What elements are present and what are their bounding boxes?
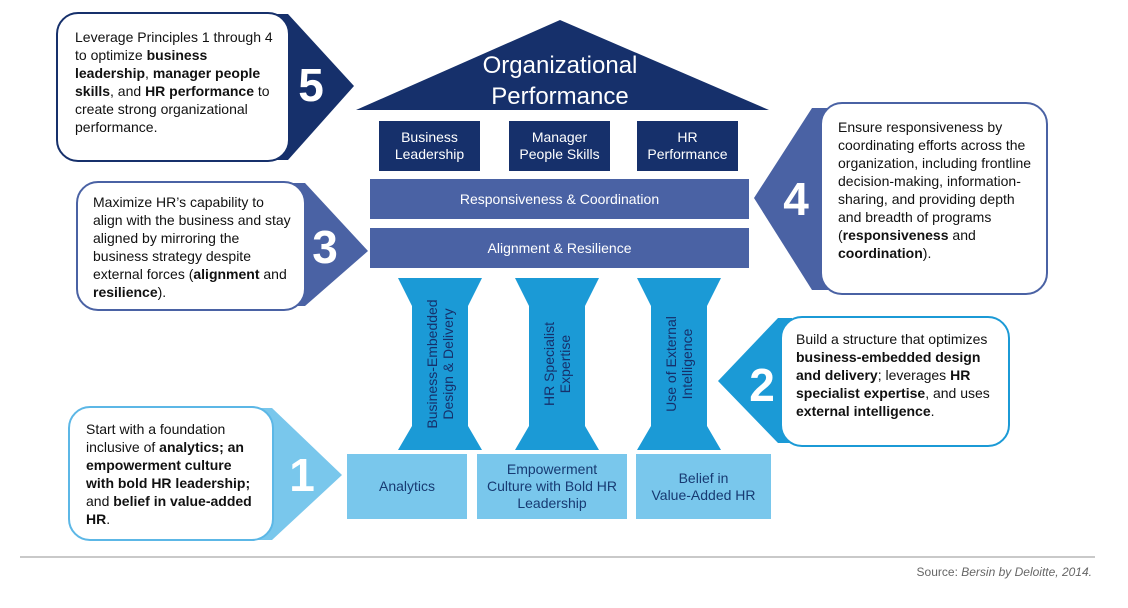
foundation-label: Culture with Bold HR <box>487 478 617 494</box>
callout-text: Start with a foundation inclusive of <box>86 421 226 455</box>
outcome-label: People Skills <box>519 146 600 162</box>
callout-text: ; leverages <box>877 367 951 383</box>
outcome-label: HR <box>677 129 698 145</box>
callout-text: to create strong organizational performa… <box>75 83 270 135</box>
pillar-1-shape <box>398 278 482 450</box>
callout-bold-text: external intelligence <box>796 403 931 419</box>
callout-text: and <box>948 227 976 243</box>
pillar-label-line: HR Specialist <box>541 321 557 407</box>
foundation-label: Analytics <box>378 478 436 494</box>
callout-bold-text: HR performance <box>145 83 254 99</box>
callout-1-arrow <box>258 408 342 540</box>
pillar-2-shape <box>515 278 599 450</box>
callout-5: Leverage Principles 1 through 4 to optim… <box>56 12 290 162</box>
callout-3-arrow <box>290 183 368 306</box>
pillar-label-line: Use of External <box>663 316 679 412</box>
callout-text: Maximize HR’s capability to align with t… <box>93 194 291 282</box>
callout-text: ). <box>157 284 167 300</box>
callout-bold-text: responsiveness <box>842 227 949 243</box>
foundation-label: Value-Added HR <box>651 486 756 503</box>
callout-1-number: 1 <box>289 449 315 501</box>
callout-4-arrow <box>754 108 828 290</box>
callout-3-number: 3 <box>312 221 338 273</box>
source-note: Source: Bersin by Deloitte, 2014. <box>917 565 1092 579</box>
callout-text: ). <box>922 245 932 261</box>
callout-1: Start with a foundation inclusive of ana… <box>68 406 274 541</box>
callout-text: and <box>259 266 287 282</box>
pillar-label-line: Intelligence <box>679 328 695 400</box>
callout-bold-text: resilience <box>93 284 158 300</box>
foundation-label: Belief in <box>678 469 729 486</box>
callout-text: and <box>86 493 114 509</box>
outcome-label: Business <box>401 129 458 145</box>
callout-text: , and uses <box>925 385 990 401</box>
foundation-analytics: Analytics <box>347 454 467 519</box>
callout-bold-text: HR specialist expertise <box>796 367 971 401</box>
callout-text: Ensure responsiveness by coordinating ef… <box>838 119 1032 243</box>
band-responsiveness-coordination: Responsiveness & Coordination <box>370 179 749 219</box>
callout-4: Ensure responsiveness by coordinating ef… <box>820 102 1048 295</box>
callout-5-number: 5 <box>298 59 324 111</box>
callout-4-number: 4 <box>783 173 809 225</box>
callout-bold-text: analytics; an empowerment culture with b… <box>86 439 251 491</box>
callout-text: Leverage Principles 1 through 4 to optim… <box>75 29 273 63</box>
pillar-label-line: Design & Delivery <box>440 308 456 420</box>
callout-text: . <box>106 511 111 527</box>
callout-text: . <box>930 403 935 419</box>
band-alignment-resilience: Alignment & Resilience <box>370 228 749 268</box>
callout-bold-text: coordination <box>838 245 923 261</box>
callout-text: Build a structure that optimizes <box>796 331 988 347</box>
callout-bold-text: business-embedded design and delivery <box>796 349 981 383</box>
callout-bold-text: business leadership <box>75 47 208 81</box>
outcome-label: Performance <box>647 146 728 162</box>
foundation-label: Empowerment <box>506 461 598 477</box>
roof-shape <box>356 20 769 110</box>
pillar-label-line: Expertise <box>557 334 573 394</box>
callout-5-arrow <box>270 14 354 160</box>
callout-3: Maximize HR’s capability to align with t… <box>76 181 306 311</box>
callout-text: , and <box>110 83 146 99</box>
roof-title-line1: Organizational <box>482 52 638 79</box>
callout-bold-text: manager people skills <box>75 65 261 99</box>
pillar-label-line: Business-Embedded <box>424 299 440 429</box>
source-prefix: Source: <box>916 565 962 579</box>
roof-title: Organizational Performance <box>440 50 680 112</box>
outcome-label: Manager <box>531 129 588 145</box>
source-citation: Bersin by Deloitte, 2014. <box>961 565 1092 579</box>
roof-title-line2: Performance <box>491 83 629 110</box>
callout-bold-text: belief in value-added HR <box>86 493 252 527</box>
footer-divider <box>20 556 1095 558</box>
callout-2-number: 2 <box>749 359 775 411</box>
outcome-label: Leadership <box>394 146 465 162</box>
foundation-label: Leadership <box>517 495 587 511</box>
callout-bold-text: alignment <box>193 266 260 282</box>
callout-2-arrow <box>718 318 792 443</box>
callout-text: , <box>145 65 153 81</box>
pillar-3-shape <box>637 278 721 450</box>
callout-2: Build a structure that optimizes busines… <box>780 316 1010 447</box>
